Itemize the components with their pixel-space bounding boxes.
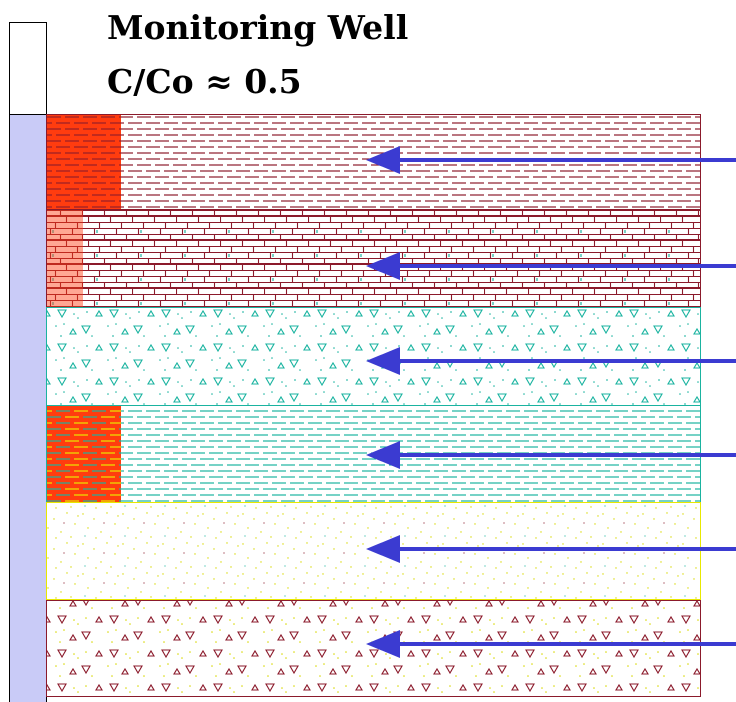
limestone-layer [46,209,701,308]
gravel-teal-layer [46,307,701,406]
well-casing-upper [9,22,47,115]
flow-arrow-4 [366,441,736,469]
title-monitoring-well: Monitoring Well [107,8,409,47]
flow-arrow-5 [366,535,736,563]
well-screen [9,114,47,702]
gravel-sand-layer [46,600,701,697]
flow-arrow-3 [366,347,736,375]
flow-arrow-1 [366,146,736,174]
flow-arrows [366,146,736,658]
flow-arrow-2 [366,252,736,280]
title-concentration-ratio: C/Co ≈ 0.5 [107,62,302,101]
flow-arrow-6 [366,630,736,658]
